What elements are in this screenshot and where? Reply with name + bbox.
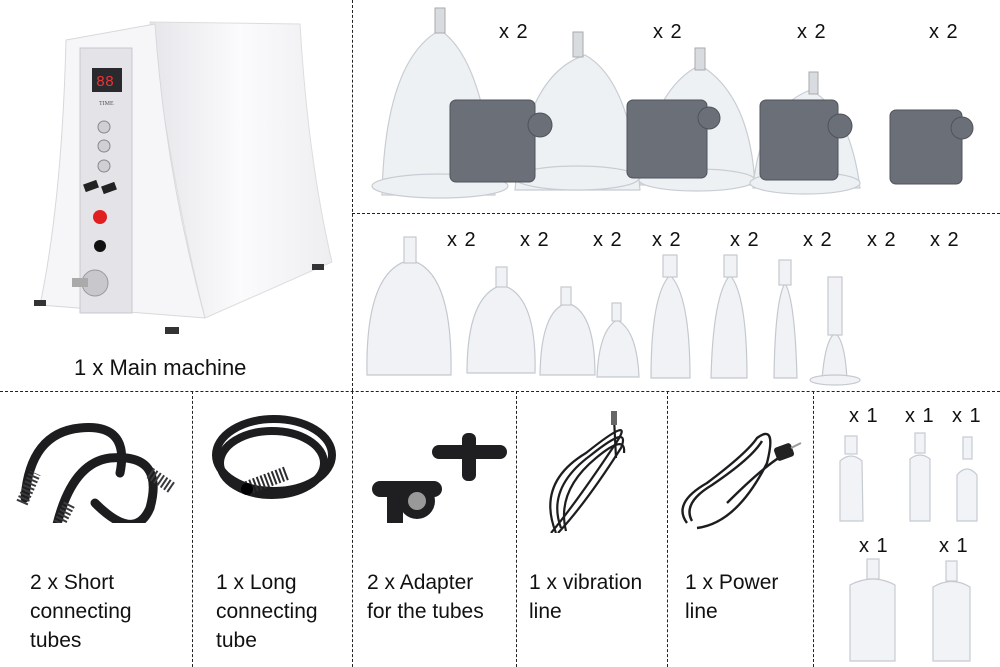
short-tubes-label: 2 x Short connecting tubes <box>30 571 132 652</box>
qty-large-cup-4: x 2 <box>929 21 959 43</box>
adapters-label: 2 x Adapter for the tubes <box>367 571 484 623</box>
extra-cups-image <box>839 432 978 662</box>
short-tubes-image <box>16 423 176 523</box>
divider-vertical-4 <box>667 391 668 667</box>
extra-cups-panel: x 1 x 1 x 1 x 1 x 1 <box>815 393 1000 667</box>
adapters-image <box>372 433 507 523</box>
qty-extra-cup-5: x 1 <box>939 535 969 557</box>
power-line-image <box>681 432 802 530</box>
qty-small-cup-8: x 2 <box>930 229 960 251</box>
divider-vertical-5 <box>813 391 814 667</box>
qty-extra-cup-3: x 1 <box>952 405 982 427</box>
main-machine-image: 88 TIME <box>34 21 333 334</box>
qty-small-cup-3: x 2 <box>593 229 623 251</box>
accessory-short-tubes: 2 x Short connecting tubes <box>0 393 192 667</box>
qty-extra-cup-2: x 1 <box>905 405 935 427</box>
display-label: TIME <box>99 101 114 107</box>
qty-extra-cup-1: x 1 <box>849 405 879 427</box>
qty-small-cup-7: x 2 <box>867 229 897 251</box>
qty-small-cup-4: x 2 <box>652 229 682 251</box>
vibration-line-image <box>549 411 626 533</box>
large-cups-panel: x 2 x 2 x 2 x 2 <box>355 0 1000 213</box>
main-machine-label: 1 x Main machine <box>74 355 247 380</box>
accessory-vibration-line: 1 x vibration line <box>516 393 667 667</box>
qty-large-cup-2: x 2 <box>653 21 683 43</box>
qty-small-cup-5: x 2 <box>730 229 760 251</box>
accessory-long-tube: 1 x Long connecting tube <box>192 393 352 667</box>
main-machine-panel: 88 TIME 1 x Main machine <box>0 0 352 391</box>
long-tube-label: 1 x Long connecting tube <box>216 571 318 652</box>
qty-extra-cup-4: x 1 <box>859 535 889 557</box>
accessory-adapters: 2 x Adapter for the tubes <box>352 393 516 667</box>
divider-horizontal-middle <box>0 391 1000 392</box>
small-cups-image <box>366 236 861 386</box>
small-cups-panel: x 2 x 2 x 2 x 2 x 2 x 2 x 2 x 2 <box>355 215 1000 390</box>
qty-large-cup-3: x 2 <box>797 21 827 43</box>
qty-small-cup-2: x 2 <box>520 229 550 251</box>
accessory-power-line: 1 x Power line <box>667 393 813 667</box>
long-tube-image <box>212 415 336 499</box>
divider-horizontal-top-right <box>352 213 1000 214</box>
divider-vertical-3 <box>516 391 517 667</box>
divider-vertical-top <box>352 0 353 391</box>
large-cups-image <box>371 7 974 199</box>
vibration-line-label: 1 x vibration line <box>529 571 643 623</box>
divider-vertical-1 <box>192 391 193 667</box>
qty-small-cup-6: x 2 <box>803 229 833 251</box>
qty-small-cup-1: x 2 <box>447 229 477 251</box>
qty-large-cup-1: x 2 <box>499 21 529 43</box>
display-value: 88 <box>96 74 114 91</box>
power-line-label: 1 x Power line <box>685 571 779 623</box>
divider-vertical-2 <box>352 391 353 667</box>
